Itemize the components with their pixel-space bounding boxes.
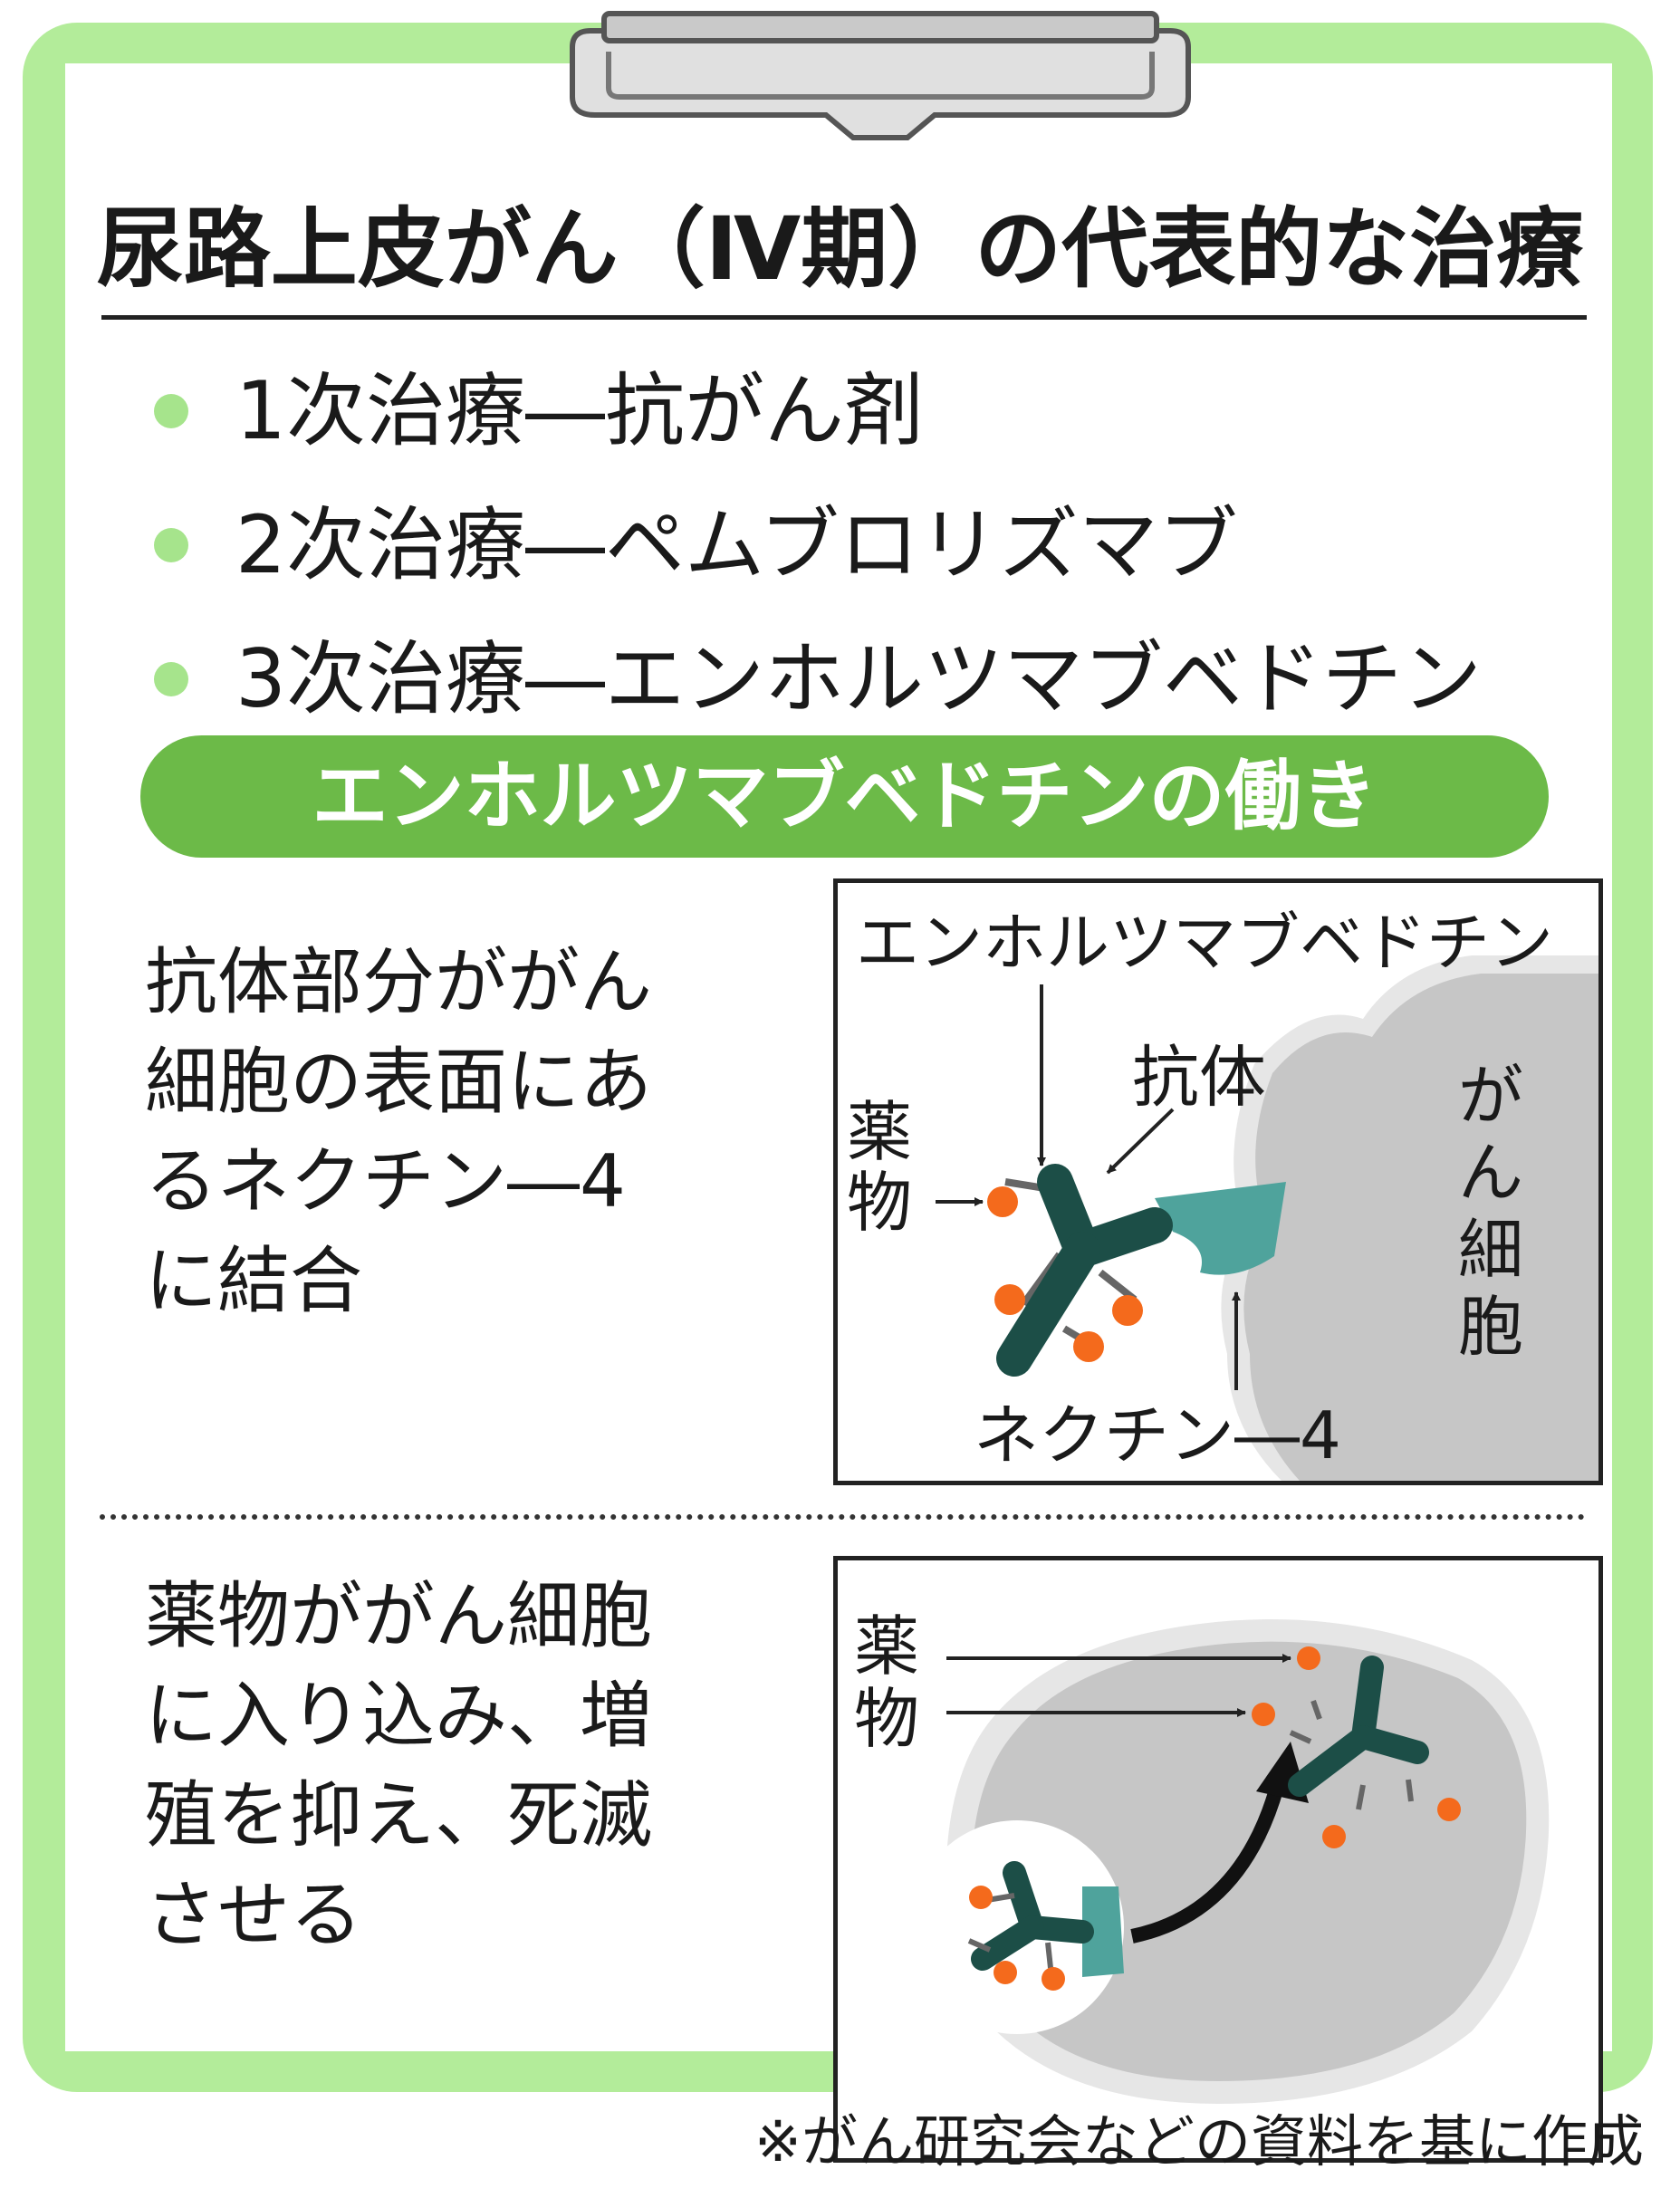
page-title: 尿路上皮がん（Ⅳ期）の代表的な治療 xyxy=(96,198,1584,300)
cancer-cell xyxy=(1243,974,1598,1481)
treatment-label: 1次治療 xyxy=(235,364,525,457)
payload-dot xyxy=(1297,1646,1320,1670)
entry-arrow-icon xyxy=(1130,1784,1284,1944)
internalization-diagram: 薬 物 xyxy=(833,1556,1603,2163)
cancer-cell-label: 細 xyxy=(1458,1212,1523,1288)
payload-dot xyxy=(1073,1331,1104,1362)
treatment-label: 3次治療 xyxy=(235,632,525,725)
bullet-icon xyxy=(154,528,188,562)
list-item: 2次治療―ペムブロリズマブ xyxy=(154,478,1482,612)
antibody-icon xyxy=(971,1861,1094,1971)
description-line: させる xyxy=(145,1873,362,1957)
treatment-label: 2次治療 xyxy=(235,498,525,591)
step2-description: 薬物ががん細胞 に入り込み、増 殖を抑え、死滅 させる xyxy=(145,1567,797,1965)
description-line: に入り込み、増 xyxy=(145,1674,652,1758)
treatment-drug: ペムブロリズマブ xyxy=(605,498,1238,591)
payload-dot xyxy=(1112,1295,1143,1326)
nectin-label: ネクチン―4 xyxy=(974,1397,1341,1473)
payload-dot xyxy=(994,1961,1017,1984)
treatment-drug: エンホルツマブベドチン xyxy=(605,632,1483,725)
antibody-icon xyxy=(996,1164,1173,1377)
cancer-cell-label: が xyxy=(1458,1058,1523,1134)
treatment-list: 1次治療―抗がん剤 2次治療―ペムブロリズマブ 3次治療―エンホルツマブベドチン xyxy=(154,344,1482,746)
payload-dot xyxy=(994,1284,1025,1315)
nectin-4-receptor xyxy=(1155,1182,1286,1275)
mechanism-heading: エンホルツマブベドチンの働き xyxy=(140,735,1549,858)
medicine-label: 薬 xyxy=(847,1094,912,1170)
title-underline xyxy=(101,315,1587,320)
cancer-cell-label: ん xyxy=(1458,1135,1523,1211)
drug-name-label: エンホルツマブベドチン xyxy=(856,906,1553,980)
binding-diagram: エンホルツマブベドチン 抗体 薬 物 が ん 細 胞 ネクチン―4 xyxy=(833,878,1603,1485)
antibody-label: 抗体 xyxy=(1132,1039,1266,1117)
payload-dot xyxy=(969,1886,993,1909)
nectin-4-receptor xyxy=(1082,1886,1124,1977)
list-item: 3次治療―エンホルツマブベドチン xyxy=(154,612,1482,746)
description-line: 抗体部分ががん xyxy=(145,940,652,1024)
description-line: 薬物ががん細胞 xyxy=(145,1574,652,1658)
payload-dot xyxy=(987,1186,1018,1217)
description-line: に結合 xyxy=(145,1239,362,1323)
medicine-label: 薬 xyxy=(854,1608,919,1684)
section-divider xyxy=(100,1514,1585,1520)
payload-dot xyxy=(1042,1967,1065,1991)
source-note: ※がん研究会などの資料を基に作成 xyxy=(754,2108,1644,2174)
step1-description: 抗体部分ががん 細胞の表面にあ るネクチン―4 に結合 xyxy=(145,933,797,1331)
bullet-icon xyxy=(154,662,188,696)
treatment-separator: ― xyxy=(525,632,605,725)
payload-dot xyxy=(1252,1703,1275,1726)
antibody-icon xyxy=(1288,1656,1429,1797)
bullet-icon xyxy=(154,394,188,428)
treatment-separator: ― xyxy=(525,498,605,591)
cancer-cell-label: 胞 xyxy=(1458,1289,1523,1365)
description-line: 殖を抑え、死滅 xyxy=(145,1773,652,1857)
clipboard-clip-icon xyxy=(570,11,1191,140)
description-line: 細胞の表面にあ xyxy=(145,1040,652,1124)
payload-dot xyxy=(1322,1825,1346,1848)
treatment-separator: ― xyxy=(525,364,605,457)
medicine-label: 物 xyxy=(854,1681,919,1757)
medicine-label: 物 xyxy=(847,1165,912,1241)
treatment-drug: 抗がん剤 xyxy=(605,364,925,457)
description-line: るネクチン―4 xyxy=(145,1139,626,1224)
payload-dot xyxy=(1437,1798,1461,1821)
list-item: 1次治療―抗がん剤 xyxy=(154,344,1482,478)
